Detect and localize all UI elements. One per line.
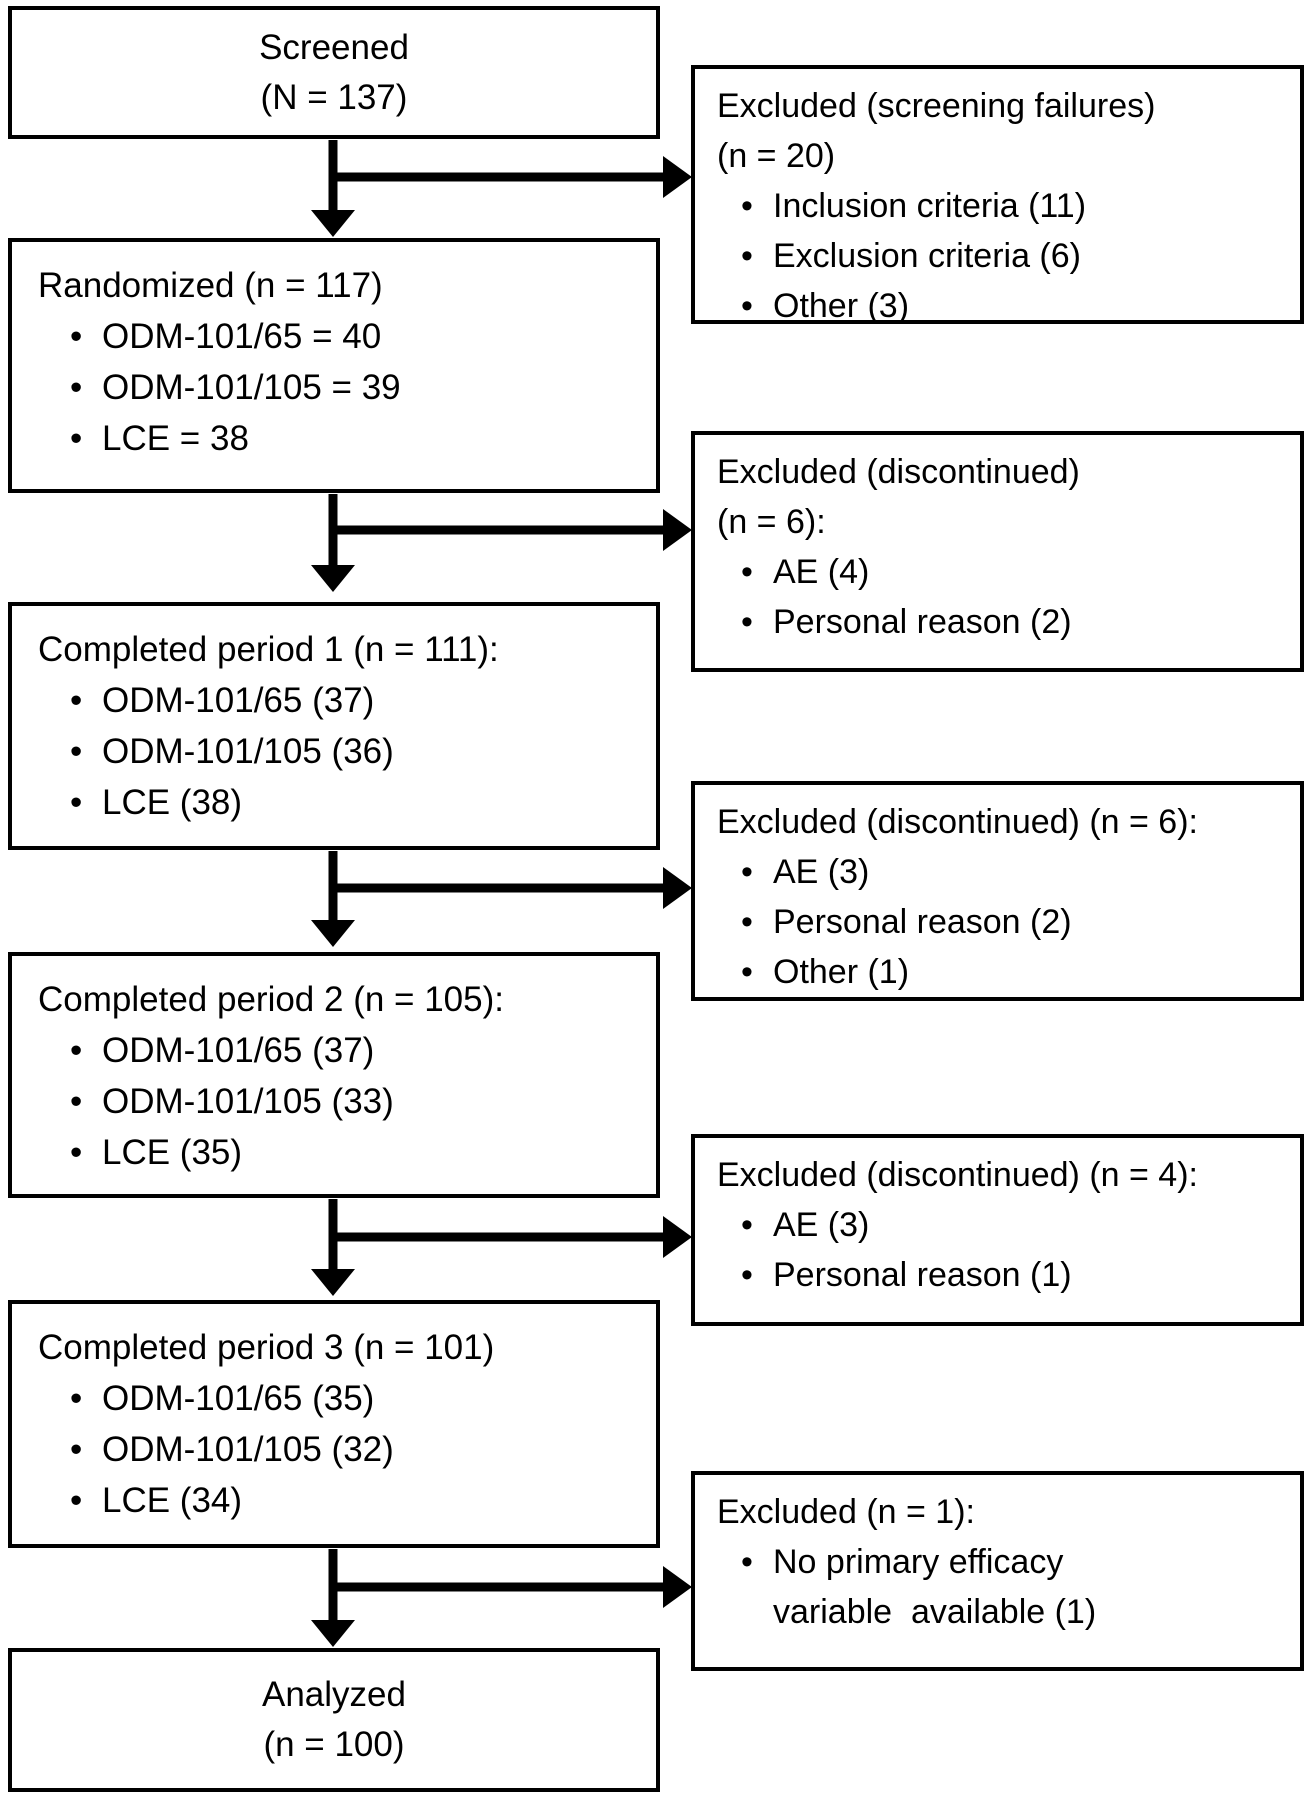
bullet-icon: • <box>741 187 753 225</box>
bullet-icon: • <box>70 681 83 720</box>
box-excluded-discontinued-period-2-list: •AE (3) •Personal reason (2) •Other (1) <box>695 847 1300 997</box>
list-item: •No primary efficacy variable available … <box>741 1537 1296 1637</box>
list-item: •ODM-101/105 (33) <box>70 1076 652 1127</box>
arrowhead-right-icon <box>663 1216 692 1258</box>
box-excluded-discontinued-period-3-title: Excluded (discontinued) (n = 4): <box>717 1156 1198 1194</box>
list-item: •Other (1) <box>741 947 1296 997</box>
arrowhead-right-icon <box>663 156 692 198</box>
arrowhead-right-icon <box>663 1566 692 1608</box>
bullet-icon: • <box>70 368 83 407</box>
box-completed-period-2-title: Completed period 2 (n = 105): <box>38 980 504 1019</box>
arrowhead-down-icon <box>311 1269 355 1296</box>
list-item: •LCE (34) <box>70 1475 652 1526</box>
box-completed-period-1-list: •ODM-101/65 (37) •ODM-101/105 (36) •LCE … <box>12 675 656 828</box>
box-excluded-discontinued-period-1: Excluded (discontinued) (n = 6): •AE (4)… <box>691 431 1304 672</box>
box-randomized: Randomized (n = 117) •ODM-101/65 = 40 •O… <box>8 238 660 493</box>
bullet-icon: • <box>741 903 753 941</box>
arrow-randomized-to-period-1 <box>311 494 692 592</box>
list-item: •LCE (38) <box>70 777 652 828</box>
arrow-period-1-to-period-2 <box>311 851 692 947</box>
box-excluded-screening-failures-list: •Inclusion criteria (11) •Exclusion crit… <box>695 181 1300 331</box>
box-excluded-analysis: Excluded (n = 1): •No primary efficacy v… <box>691 1471 1304 1671</box>
arrow-screened-to-randomized <box>311 140 692 237</box>
bullet-icon: • <box>741 1256 753 1294</box>
bullet-icon: • <box>741 603 753 641</box>
list-item: •ODM-101/65 (35) <box>70 1373 652 1424</box>
box-screened-text: Screened (N = 137) <box>259 27 409 117</box>
bullet-icon: • <box>70 1082 83 1121</box>
bullet-icon: • <box>70 783 83 822</box>
bullet-icon: • <box>741 1543 753 1581</box>
box-analyzed-text: Analyzed (n = 100) <box>262 1675 406 1764</box>
box-screened: Screened (N = 137) <box>8 6 660 139</box>
box-excluded-discontinued-period-3: Excluded (discontinued) (n = 4): •AE (3)… <box>691 1134 1304 1326</box>
list-item: •ODM-101/65 = 40 <box>70 311 652 362</box>
box-completed-period-2: Completed period 2 (n = 105): •ODM-101/6… <box>8 952 660 1198</box>
box-completed-period-3-title: Completed period 3 (n = 101) <box>38 1328 495 1367</box>
arrowhead-right-icon <box>663 867 692 909</box>
box-excluded-discontinued-period-2: Excluded (discontinued) (n = 6): •AE (3)… <box>691 781 1304 1001</box>
bullet-icon: • <box>741 853 753 891</box>
arrowhead-down-icon <box>311 210 355 237</box>
list-item: •LCE (35) <box>70 1127 652 1178</box>
bullet-icon: • <box>70 1430 83 1469</box>
list-item: •AE (3) <box>741 1200 1296 1250</box>
box-completed-period-3-list: •ODM-101/65 (35) •ODM-101/105 (32) •LCE … <box>12 1373 656 1526</box>
box-completed-period-3: Completed period 3 (n = 101) •ODM-101/65… <box>8 1300 660 1548</box>
list-item: •ODM-101/65 (37) <box>70 1025 652 1076</box>
bullet-icon: • <box>70 732 83 771</box>
box-analyzed: Analyzed (n = 100) <box>8 1648 660 1792</box>
list-item: •ODM-101/65 (37) <box>70 675 652 726</box>
box-randomized-list: •ODM-101/65 = 40 •ODM-101/105 = 39 •LCE … <box>12 311 656 464</box>
bullet-icon: • <box>70 419 83 458</box>
box-excluded-screening-failures: Excluded (screening failures) (n = 20) •… <box>691 65 1304 325</box>
box-excluded-discontinued-period-1-list: •AE (4) •Personal reason (2) <box>695 547 1300 647</box>
bullet-icon: • <box>70 1379 83 1418</box>
list-item: •Personal reason (2) <box>741 597 1296 647</box>
bullet-icon: • <box>741 553 753 591</box>
list-item: •ODM-101/105 = 39 <box>70 362 652 413</box>
bullet-icon: • <box>70 1031 83 1070</box>
bullet-icon: • <box>741 237 753 275</box>
box-completed-period-1: Completed period 1 (n = 111): •ODM-101/6… <box>8 602 660 850</box>
bullet-icon: • <box>70 1481 83 1520</box>
list-item: •AE (4) <box>741 547 1296 597</box>
list-item: •Exclusion criteria (6) <box>741 231 1296 281</box>
arrowhead-down-icon <box>311 1620 355 1647</box>
list-item: •Inclusion criteria (11) <box>741 181 1296 231</box>
arrow-period-3-to-analyzed <box>311 1549 692 1647</box>
list-item: •AE (3) <box>741 847 1296 897</box>
bullet-icon: • <box>741 287 753 325</box>
bullet-icon: • <box>70 1133 83 1172</box>
bullet-icon: • <box>741 1206 753 1244</box>
list-item: •LCE = 38 <box>70 413 652 464</box>
box-excluded-discontinued-period-3-list: •AE (3) •Personal reason (1) <box>695 1200 1300 1300</box>
box-excluded-discontinued-period-2-title: Excluded (discontinued) (n = 6): <box>717 803 1198 841</box>
arrowhead-down-icon <box>311 920 355 947</box>
bullet-icon: • <box>741 953 753 991</box>
box-randomized-title: Randomized (n = 117) <box>38 266 383 305</box>
box-excluded-analysis-title: Excluded (n = 1): <box>717 1493 975 1531</box>
list-item: •ODM-101/105 (32) <box>70 1424 652 1475</box>
box-completed-period-1-title: Completed period 1 (n = 111): <box>38 630 499 669</box>
list-item: •ODM-101/105 (36) <box>70 726 652 777</box>
box-excluded-screening-failures-title: Excluded (screening failures) (n = 20) <box>717 87 1156 175</box>
bullet-icon: • <box>70 317 83 356</box>
box-completed-period-2-list: •ODM-101/65 (37) •ODM-101/105 (33) •LCE … <box>12 1025 656 1178</box>
list-item: •Other (3) <box>741 281 1296 331</box>
list-item: •Personal reason (2) <box>741 897 1296 947</box>
box-excluded-analysis-list: •No primary efficacy variable available … <box>695 1537 1300 1637</box>
list-item: •Personal reason (1) <box>741 1250 1296 1300</box>
arrow-period-2-to-period-3 <box>311 1199 692 1296</box>
arrowhead-down-icon <box>311 565 355 592</box>
arrowhead-right-icon <box>663 509 692 551</box>
box-excluded-discontinued-period-1-title: Excluded (discontinued) (n = 6): <box>717 453 1080 541</box>
